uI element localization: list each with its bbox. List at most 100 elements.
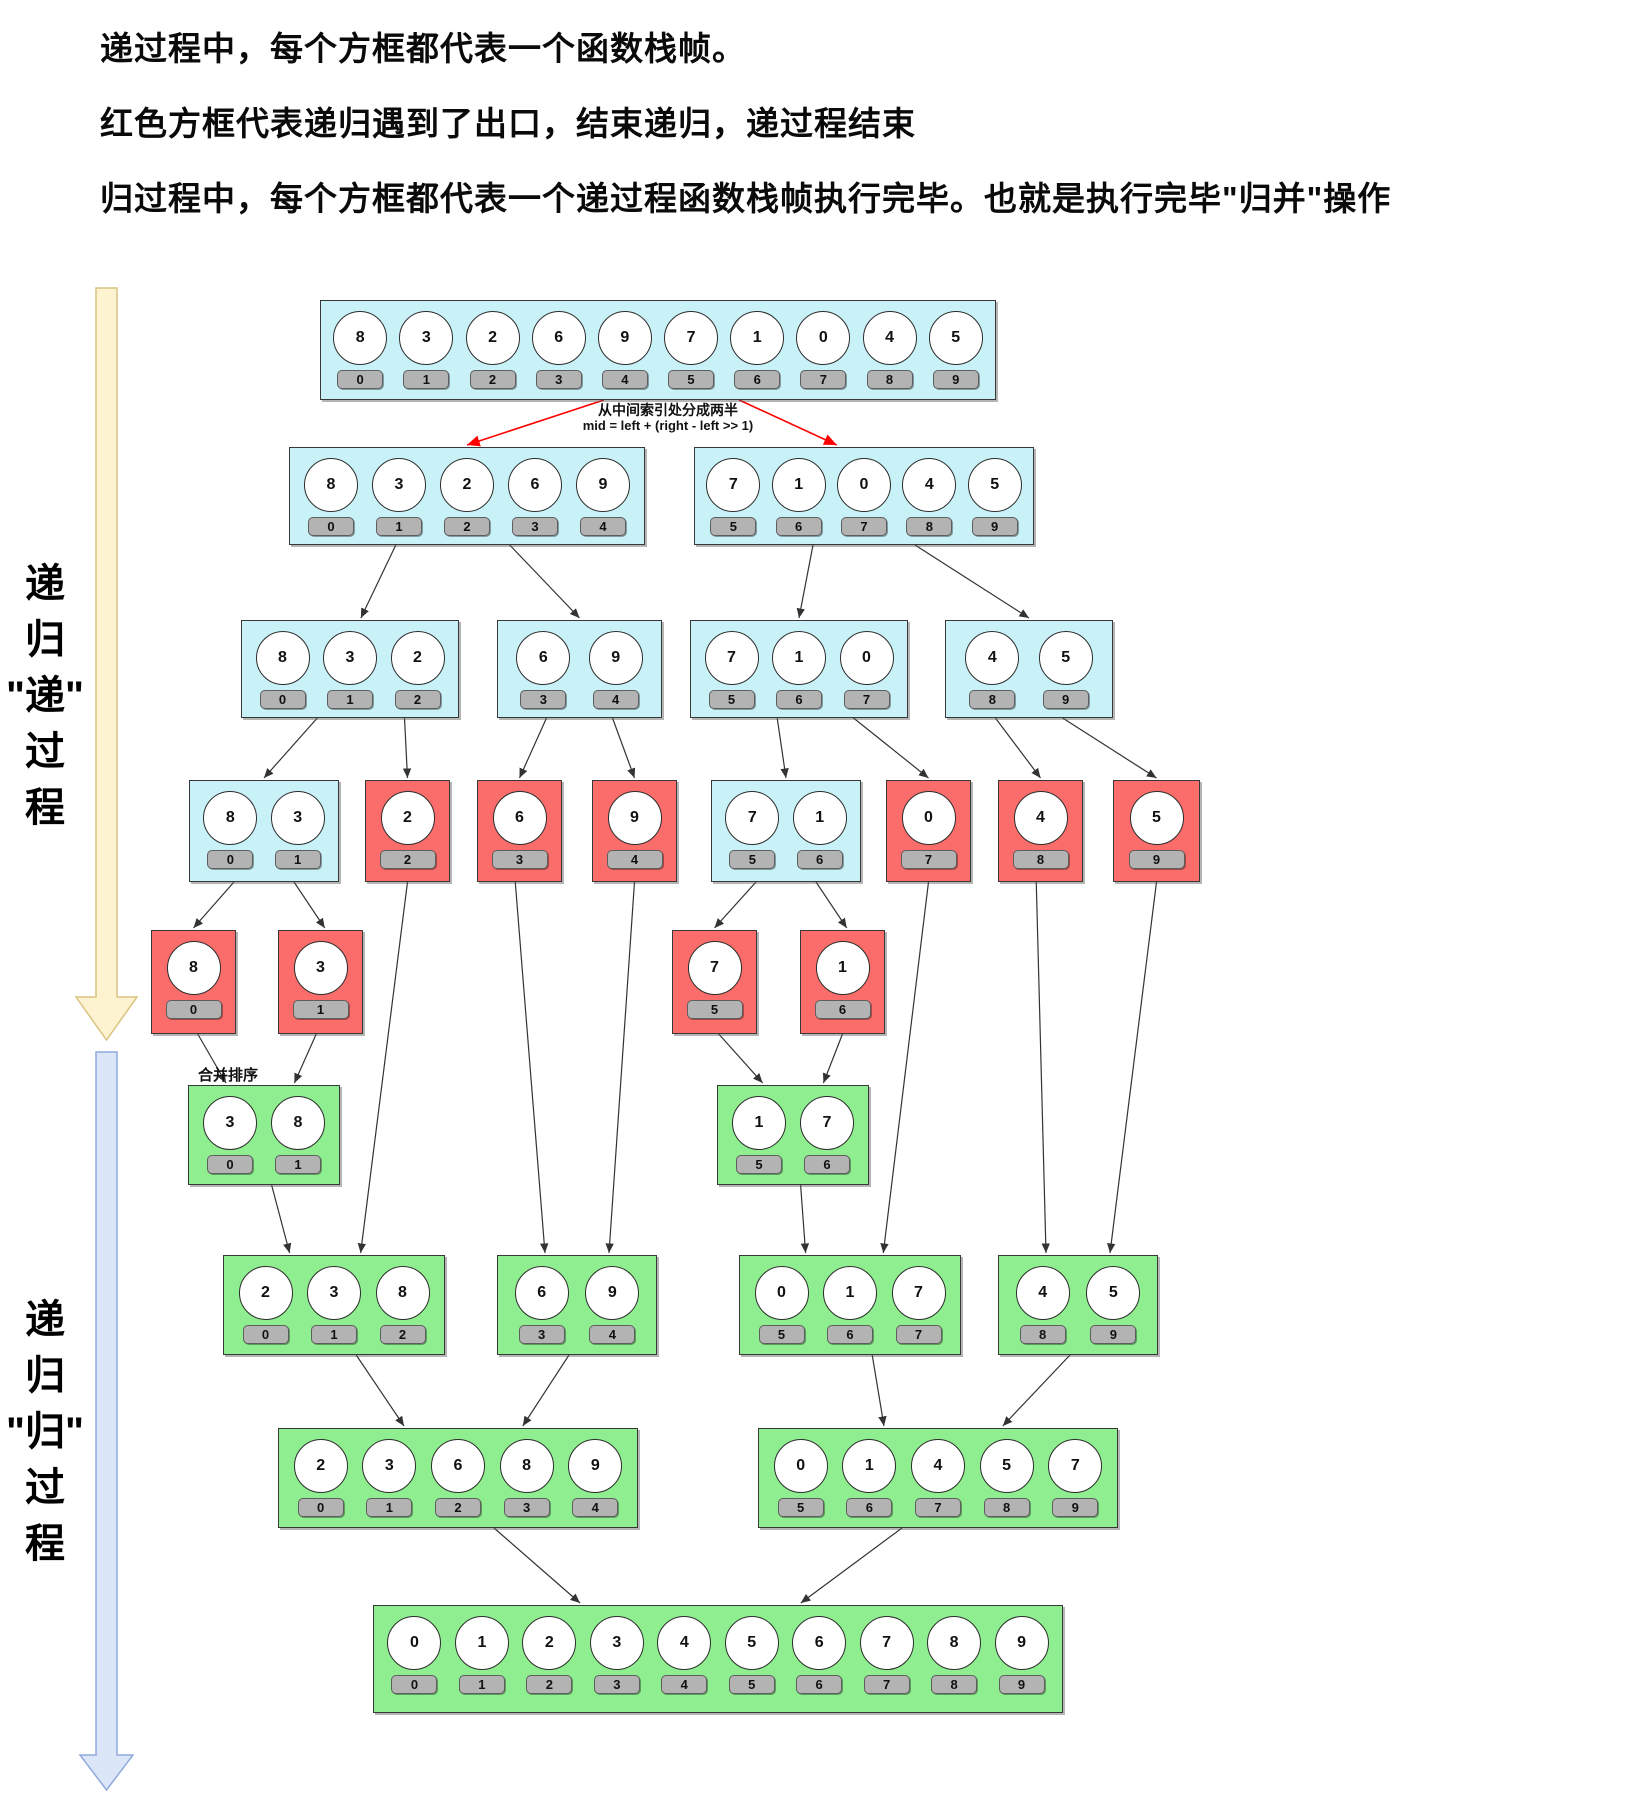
flow-arrow <box>714 881 757 929</box>
value-circle: 6 <box>492 791 547 845</box>
index-chip: 2 <box>394 690 441 709</box>
value-circle: 9 <box>576 458 630 512</box>
index-chip: 6 <box>827 1325 873 1344</box>
value-circle: 3 <box>203 1096 257 1150</box>
index-chip: 9 <box>1042 690 1089 709</box>
index-chip: 2 <box>379 1325 426 1344</box>
flow-arrow <box>1002 1354 1071 1427</box>
value-circle: 1 <box>730 311 785 365</box>
value-circle: 6 <box>430 1439 485 1493</box>
flow-arrow <box>815 881 848 929</box>
flow-arrow <box>871 1354 887 1427</box>
value-circle: 4 <box>1015 1266 1070 1320</box>
header-line-2: 红色方框代表递归遇到了出口，结束递归，递过程结束 <box>100 105 916 142</box>
value-circle: 8 <box>499 1439 554 1493</box>
flow-arrow <box>1107 881 1158 1254</box>
flow-arrow <box>271 1184 292 1254</box>
index-chip: 5 <box>710 517 757 536</box>
index-chip: 5 <box>728 1675 775 1694</box>
index-chip: 1 <box>403 370 450 389</box>
value-circle: 2 <box>293 1439 348 1493</box>
value-circle: 4 <box>965 631 1020 685</box>
index-chip: 6 <box>814 1000 871 1019</box>
flow-arrow <box>796 544 814 619</box>
value-circle: 2 <box>440 458 494 512</box>
header-line-3: 归过程中，每个方框都代表一个递过程函数栈帧执行完毕。也就是执行完毕"归并"操作 <box>100 180 1392 217</box>
flow-arrow <box>1035 881 1050 1254</box>
value-circle: 4 <box>902 458 957 512</box>
value-circle: 0 <box>773 1439 828 1493</box>
value-circle: 9 <box>568 1439 623 1493</box>
flow-arrow <box>493 1527 581 1604</box>
phase-label-char: 程 <box>25 1522 65 1566</box>
index-chip: 9 <box>1052 1498 1099 1517</box>
index-chip: 3 <box>518 1325 565 1344</box>
value-circle: 2 <box>380 791 435 845</box>
index-chip: 6 <box>846 1498 893 1517</box>
index-chip: 4 <box>589 1325 636 1344</box>
value-circle: 0 <box>839 631 894 685</box>
value-circle: 6 <box>516 631 571 685</box>
phase-label-char: 程 <box>25 786 65 830</box>
flow-arrow <box>193 881 235 929</box>
value-circle: 1 <box>772 631 826 685</box>
index-chip: 5 <box>758 1325 805 1344</box>
header-line-1: 递过程中，每个方框都代表一个函数栈帧。 <box>100 30 746 67</box>
value-circle: 4 <box>1013 791 1068 845</box>
index-chip: 1 <box>327 690 373 709</box>
index-chip: 0 <box>165 1000 222 1019</box>
value-circle: 3 <box>270 791 325 845</box>
value-circle: 1 <box>792 791 847 845</box>
value-circle: 7 <box>859 1616 914 1670</box>
value-circle: 7 <box>687 941 742 995</box>
value-circle: 7 <box>706 458 761 512</box>
value-circle: 8 <box>271 1096 325 1150</box>
value-circle: 8 <box>203 791 258 845</box>
split-annotation-formula: mid = left + (right - left >> 1) <box>582 418 754 433</box>
flow-arrow <box>293 881 326 929</box>
index-chip: 0 <box>207 850 254 869</box>
value-circle: 7 <box>664 311 719 365</box>
value-circle: 1 <box>454 1616 509 1670</box>
value-circle: 5 <box>967 458 1022 512</box>
value-circle: 6 <box>531 311 586 365</box>
value-circle: 3 <box>307 1266 361 1320</box>
flow-arrow <box>605 881 636 1254</box>
phase-label-char: 递 <box>25 562 65 606</box>
